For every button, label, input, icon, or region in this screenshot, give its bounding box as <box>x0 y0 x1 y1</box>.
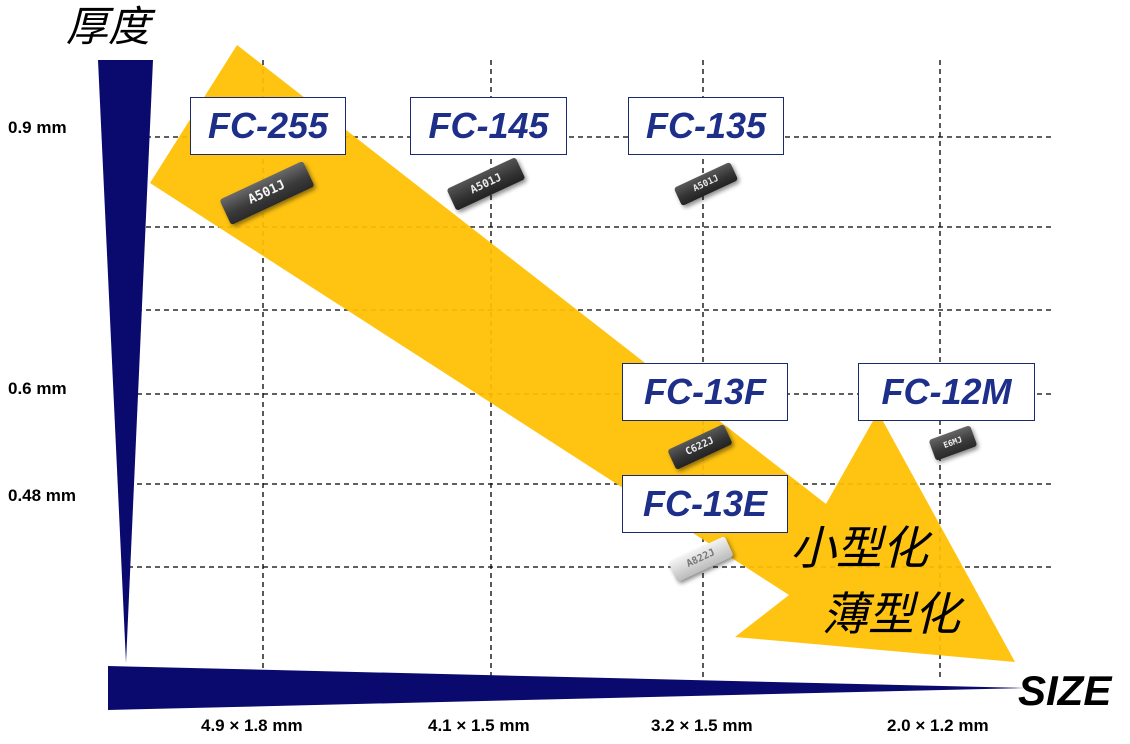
product-label-fc255: FC-255 <box>190 97 346 155</box>
x-tick-label: 4.1 × 1.5 mm <box>428 716 530 735</box>
slogan-miniaturization: 小型化 <box>790 521 928 575</box>
trend-arrow <box>150 45 1015 662</box>
product-label-fc13e: FC-13E <box>622 475 788 533</box>
product-label-fc12m: FC-12M <box>858 363 1035 421</box>
y-tick-label: 0.48 mm <box>8 486 77 505</box>
size-axis-wedge <box>108 666 1025 710</box>
thickness-axis-title: 厚度 <box>66 2 151 51</box>
x-tick-label: 4.9 × 1.8 mm <box>201 716 303 735</box>
product-label-fc13f: FC-13F <box>622 363 788 421</box>
x-tick-label: 2.0 × 1.2 mm <box>887 716 989 735</box>
y-tick-label: 0.9 mm <box>8 118 67 137</box>
y-tick-label: 0.6 mm <box>8 379 67 398</box>
slogan-thinning: 薄型化 <box>822 587 960 641</box>
thickness-axis-wedge <box>98 60 153 663</box>
product-label-fc135: FC-135 <box>628 97 784 155</box>
product-label-fc145: FC-145 <box>410 97 567 155</box>
size-axis-title: SIZE <box>1018 667 1112 714</box>
x-tick-label: 3.2 × 1.5 mm <box>651 716 753 735</box>
